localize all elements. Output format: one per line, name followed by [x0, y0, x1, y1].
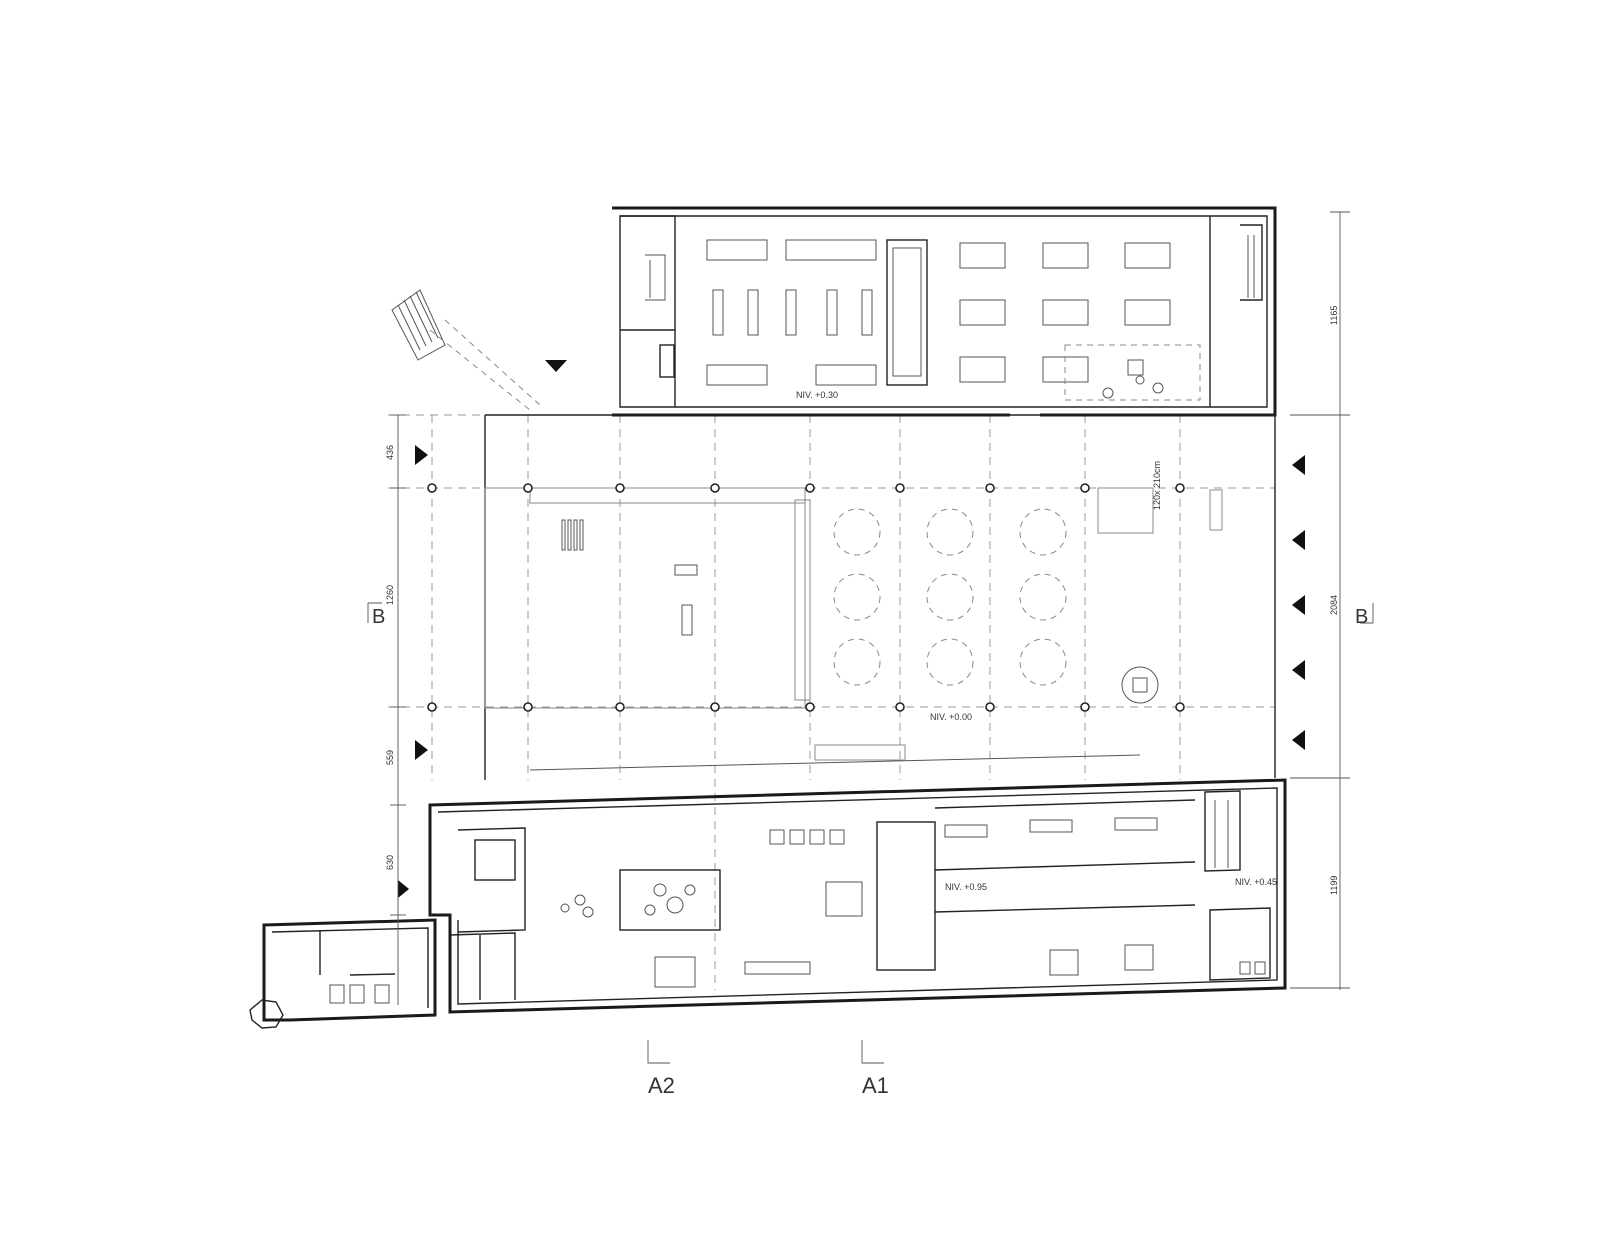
upper-building: NIV. +0.30 — [612, 206, 1277, 417]
dim-right-2: 2084 — [1329, 595, 1339, 615]
dim-left-1: 436 — [385, 445, 395, 460]
section-markers: B B A2 A1 — [367, 602, 1374, 1098]
columns — [427, 483, 1185, 712]
exhibit-box — [619, 869, 721, 931]
annex-building — [249, 918, 437, 1029]
dim-left-2: 1260 — [385, 585, 395, 605]
main-hall: NIV. +0.00 120x 210cm — [484, 414, 1276, 780]
dim-left-3: 559 — [385, 750, 395, 765]
level-lower-left: NIV. +0.95 — [945, 882, 987, 892]
desks-upper-left — [706, 239, 877, 386]
section-a1: A1 — [862, 1073, 889, 1098]
section-a2: A2 — [648, 1073, 675, 1098]
stair-upper-right — [1240, 224, 1263, 301]
dimension-left: 436 1260 559 630 — [385, 414, 406, 1005]
level-main: NIV. +0.00 — [930, 712, 972, 722]
entry-arrows — [398, 360, 1305, 898]
lower-core — [876, 821, 936, 971]
lift-box — [1097, 487, 1154, 534]
elevator-core — [886, 239, 928, 386]
external-stair — [391, 289, 541, 411]
section-b-left: B — [372, 606, 385, 628]
stair-upper-left — [645, 254, 666, 301]
dim-right-3: 1199 — [1329, 876, 1339, 895]
dim-left-4: 630 — [385, 855, 395, 870]
level-lower-right: NIV. +0.45 — [1235, 877, 1277, 887]
dim-right-1: 1165 — [1329, 306, 1339, 325]
elevator-size: 120x 210cm — [1152, 461, 1162, 510]
lower-building: NIV. +0.95 NIV. +0.45 — [428, 778, 1287, 1014]
section-b-right: B — [1355, 606, 1368, 628]
play-area — [1064, 344, 1201, 401]
round-tables — [833, 508, 1067, 686]
dimension-right: 1165 2084 1199 — [1290, 211, 1350, 990]
level-upper: NIV. +0.30 — [796, 390, 838, 400]
stair-lower-right — [1204, 790, 1241, 872]
